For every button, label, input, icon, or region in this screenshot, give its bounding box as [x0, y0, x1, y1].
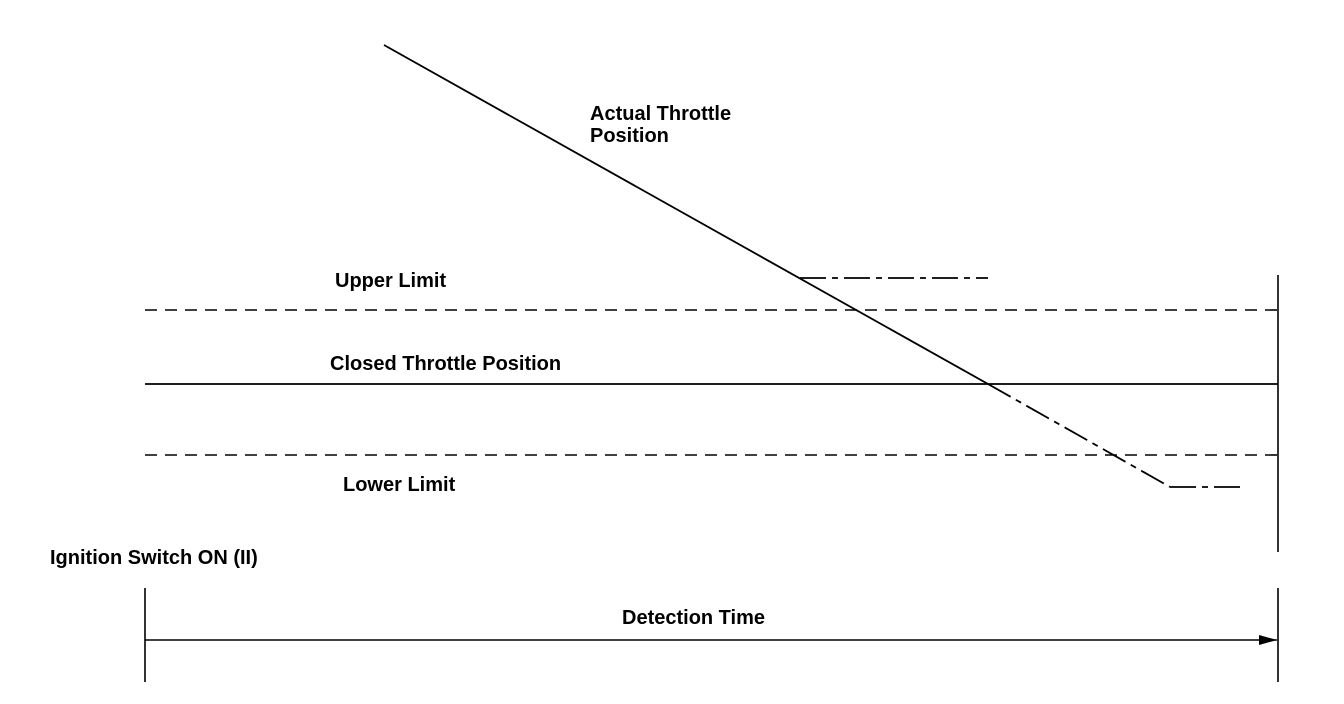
actual-throttle-dashdot-line [987, 383, 1171, 488]
closed-throttle-label: Closed Throttle Position [330, 353, 561, 375]
actual-throttle-label-line1: Actual Throttle [590, 103, 731, 125]
lower-limit-label: Lower Limit [343, 474, 456, 496]
ignition-switch-label: Ignition Switch ON (II) [50, 547, 258, 569]
actual-throttle-solid-line [383, 44, 989, 385]
detection-time-label: Detection Time [622, 607, 765, 629]
upper-limit-label: Upper Limit [335, 270, 446, 292]
actual-throttle-label-line2: Position [590, 125, 669, 147]
